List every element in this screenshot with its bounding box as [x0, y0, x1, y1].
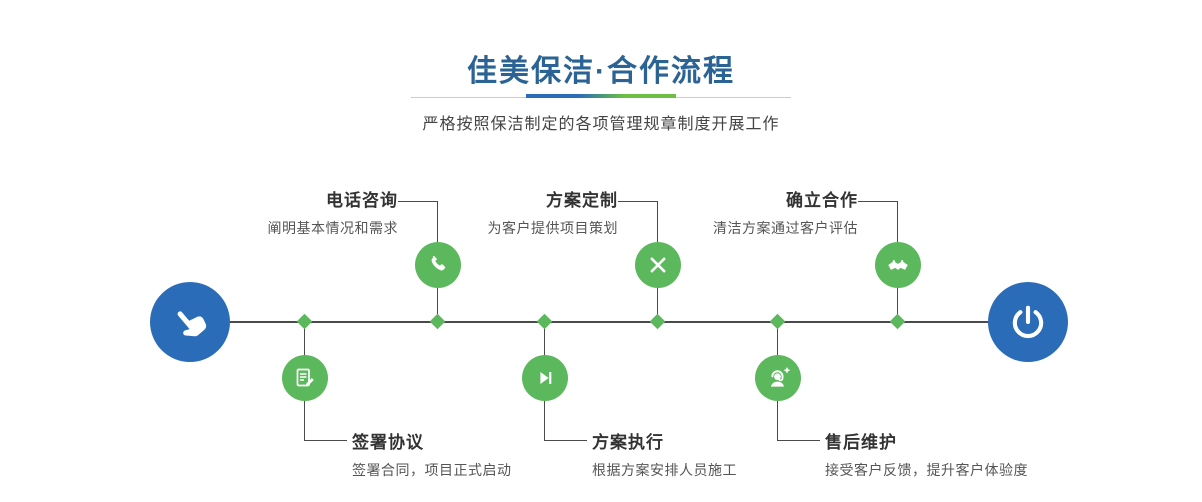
step-node-plan	[635, 242, 681, 288]
step-desc: 为客户提供项目策划	[487, 220, 618, 236]
play-next-icon	[534, 367, 556, 389]
step-establish-cooperation: 确立合作 清洁方案通过客户评估	[713, 186, 858, 238]
label-connector	[437, 201, 438, 242]
label-connector	[545, 440, 587, 441]
stem-line	[544, 327, 545, 356]
stem-line	[304, 327, 305, 356]
step-title: 签署协议	[352, 433, 424, 452]
step-node-phone	[415, 242, 461, 288]
step-title: 方案执行	[592, 433, 664, 452]
step-title: 售后维护	[825, 433, 897, 452]
timeline-end-node	[988, 282, 1068, 362]
label-connector	[305, 440, 347, 441]
timeline-diamond	[769, 313, 786, 330]
stem-line	[777, 327, 778, 356]
label-connector	[544, 401, 545, 441]
label-connector	[858, 201, 898, 202]
stem-line	[437, 288, 438, 317]
headset-icon	[765, 365, 791, 391]
timeline-diamond	[429, 313, 446, 330]
label-connector	[778, 440, 820, 441]
timeline-start-node	[150, 282, 230, 362]
step-node-contract	[282, 355, 328, 401]
step-desc: 根据方案安排人员施工	[592, 462, 737, 478]
step-node-execution	[522, 355, 568, 401]
step-desc: 接受客户反馈，提升客户体验度	[825, 462, 1028, 478]
page-subtitle: 严格按照保洁制定的各项管理规章制度开展工作	[422, 116, 780, 133]
step-plan-execution: 方案执行 根据方案安排人员施工	[592, 428, 737, 480]
step-desc: 签署合同，项目正式启动	[352, 462, 512, 478]
label-connector	[777, 401, 778, 441]
label-connector	[304, 401, 305, 441]
label-connector	[398, 201, 438, 202]
stem-line	[657, 288, 658, 317]
step-node-aftersales	[755, 355, 801, 401]
title-divider-accent	[526, 94, 676, 98]
contract-icon	[293, 366, 317, 390]
step-aftersales-maintenance: 售后维护 接受客户反馈，提升客户体验度	[825, 428, 1028, 480]
label-connector	[657, 201, 658, 242]
hand-click-icon	[163, 295, 217, 349]
label-connector	[897, 201, 898, 242]
step-phone-consult: 电话咨询 阐明基本情况和需求	[268, 186, 399, 238]
step-desc: 清洁方案通过客户评估	[713, 220, 858, 236]
step-node-cooperation	[875, 242, 921, 288]
timeline-diamond	[889, 313, 906, 330]
page-title: 佳美保洁·合作流程	[467, 55, 735, 88]
timeline-diamond	[296, 313, 313, 330]
phone-icon	[426, 253, 450, 277]
step-sign-agreement: 签署协议 签署合同，项目正式启动	[352, 428, 512, 480]
handshake-icon	[885, 252, 911, 278]
power-icon	[1009, 303, 1047, 341]
pencil-ruler-icon	[646, 253, 670, 277]
step-plan-customize: 方案定制 为客户提供项目策划	[488, 186, 619, 238]
step-title: 方案定制	[546, 191, 618, 210]
timeline-diamond	[536, 313, 553, 330]
step-title: 确立合作	[786, 191, 858, 210]
stem-line	[897, 288, 898, 317]
step-desc: 阐明基本情况和需求	[267, 220, 398, 236]
label-connector	[618, 201, 658, 202]
timeline-diamond	[649, 313, 666, 330]
step-title: 电话咨询	[326, 191, 398, 210]
timeline-main-line	[190, 321, 1028, 323]
